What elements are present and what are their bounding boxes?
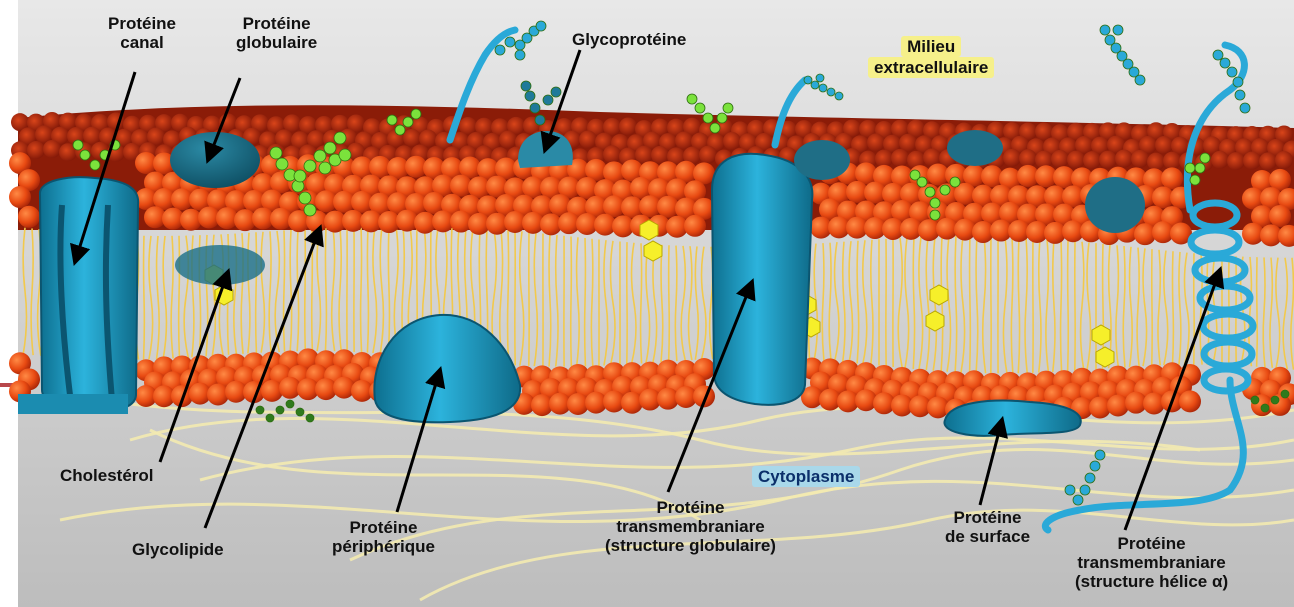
transmembrane-globular-protein (712, 154, 812, 405)
label-proteine-globulaire: Protéine globulaire (236, 14, 317, 52)
surface-dome-2 (947, 130, 1003, 166)
label-proteine-de-surface: Protéine de surface (945, 508, 1030, 546)
left-margin (0, 0, 18, 607)
surface-protein (944, 401, 1080, 436)
label-glycoproteine: Glycoprotéine (572, 30, 686, 49)
label-proteine-transmembranaire-globulaire: Protéine transmembraniare (structure glo… (605, 498, 776, 555)
label-proteine-peripherique: Protéine périphérique (332, 518, 435, 556)
label-proteine-canal: Protéine canal (108, 14, 176, 52)
label-cytoplasme: Cytoplasme (752, 466, 860, 487)
globular-protein-lower (175, 245, 265, 285)
label-proteine-transmembranaire-helice: Protéine transmembraniare (structure hél… (1075, 534, 1228, 591)
label-cholesterol: Cholestérol (60, 466, 154, 485)
surface-dome (794, 140, 850, 180)
label-milieu-extracellulaire: Milieu extracellulaire (868, 36, 994, 78)
surface-dome-3 (1085, 177, 1145, 233)
label-glycolipide: Glycolipide (132, 540, 224, 559)
